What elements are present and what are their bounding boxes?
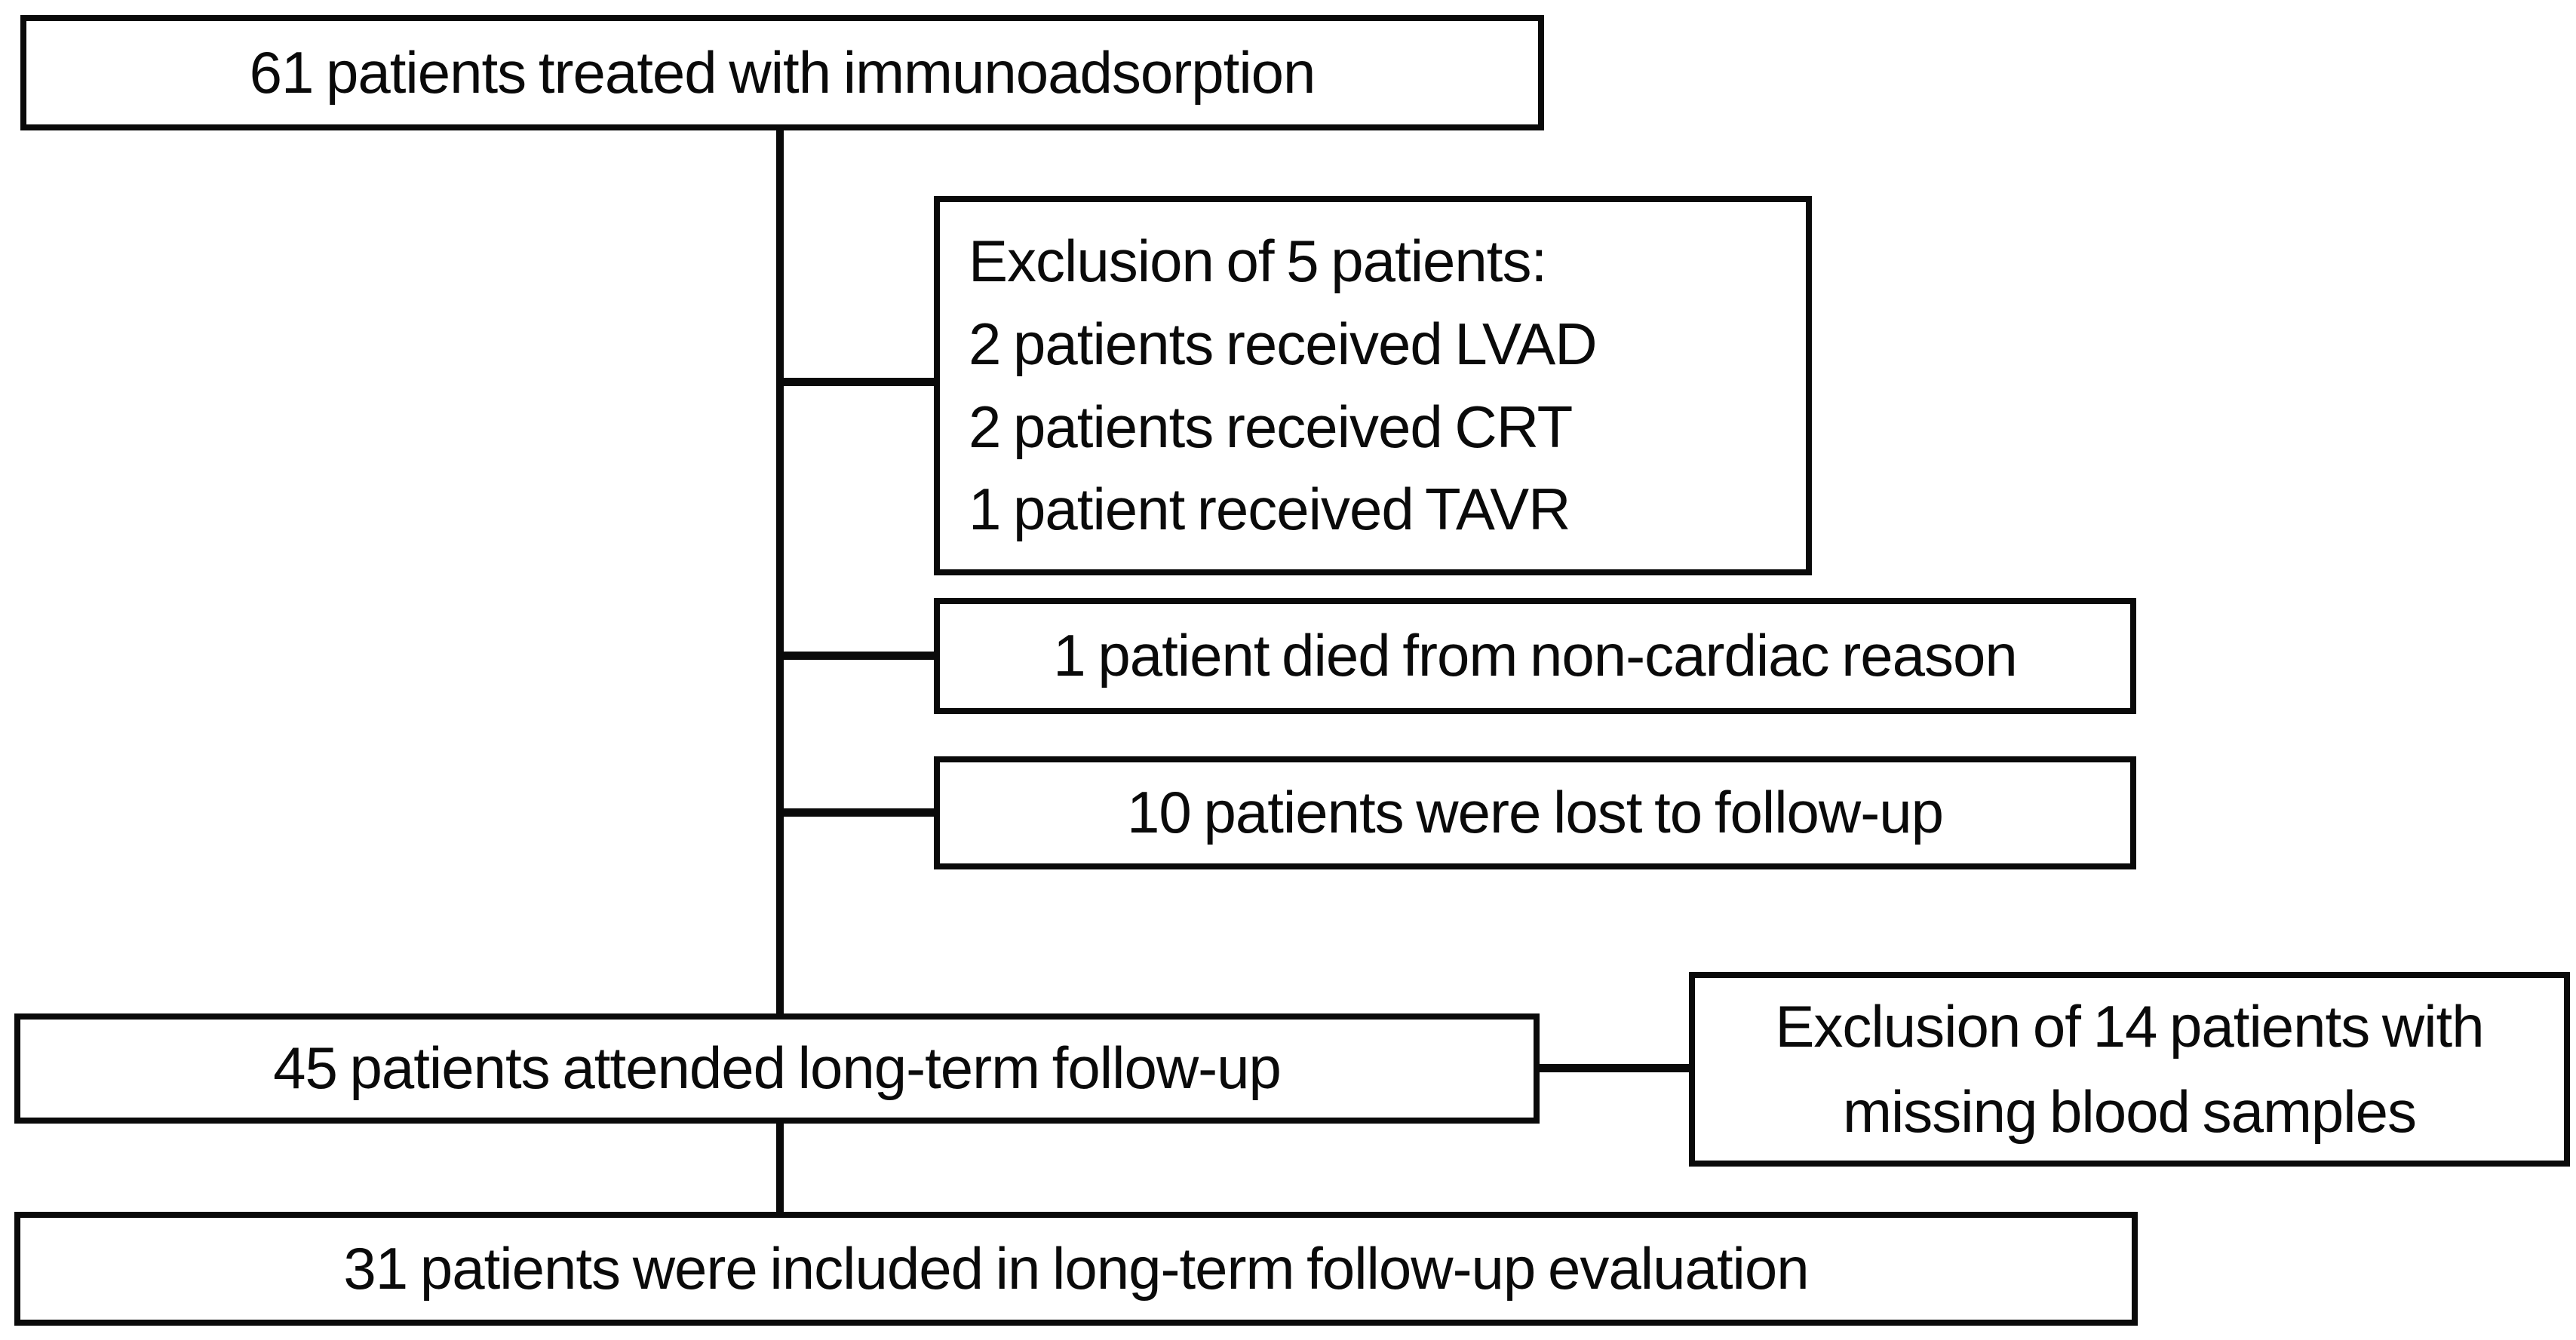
branch-line-died: [781, 652, 939, 660]
spine-line-treated-to-attended: [776, 128, 784, 1016]
flow-node-lost-label: 10 patients were lost to follow-up: [1127, 779, 1944, 846]
flow-node-died-non-cardiac: 1 patient died from non-cardiac reason: [934, 598, 2136, 714]
flow-node-treated: 61 patients treated with immunoadsorptio…: [20, 15, 1544, 130]
branch-line-exclusion-14: [1535, 1064, 1695, 1072]
branch-line-exclusion-5: [781, 378, 939, 386]
flow-node-attended-follow-up: 45 patients attended long-term follow-up: [14, 1013, 1540, 1124]
exclusion-5-reason-lvad: 2 patients received LVAD: [969, 310, 1598, 377]
exclusion-5-heading: Exclusion of 5 patients:: [969, 227, 1547, 294]
flow-node-died-label: 1 patient died from non-cardiac reason: [1053, 622, 2017, 689]
branch-line-lost: [781, 808, 939, 817]
flow-node-included-evaluation: 31 patients were included in long-term f…: [14, 1212, 2138, 1326]
flow-node-exclusion-14-patients: Exclusion of 14 patients with missing bl…: [1689, 972, 2570, 1167]
exclusion-5-reason-tavr: 1 patient received TAVR: [969, 476, 1570, 543]
exclusion-14-line-1: Exclusion of 14 patients with: [1775, 992, 2484, 1059]
flow-node-attended-label: 45 patients attended long-term follow-up: [273, 1035, 1282, 1102]
exclusion-14-line-2: missing blood samples: [1842, 1078, 2417, 1145]
flow-node-treated-label: 61 patients treated with immunoadsorptio…: [249, 38, 1316, 106]
flow-node-lost-to-follow-up: 10 patients were lost to follow-up: [934, 756, 2136, 869]
exclusion-5-reason-crt: 2 patients received CRT: [969, 393, 1573, 460]
flow-node-included-label: 31 patients were included in long-term f…: [343, 1234, 1809, 1302]
spine-line-attended-to-included: [776, 1121, 784, 1215]
flow-node-exclusion-5-patients: Exclusion of 5 patients: 2 patients rece…: [934, 196, 1812, 575]
